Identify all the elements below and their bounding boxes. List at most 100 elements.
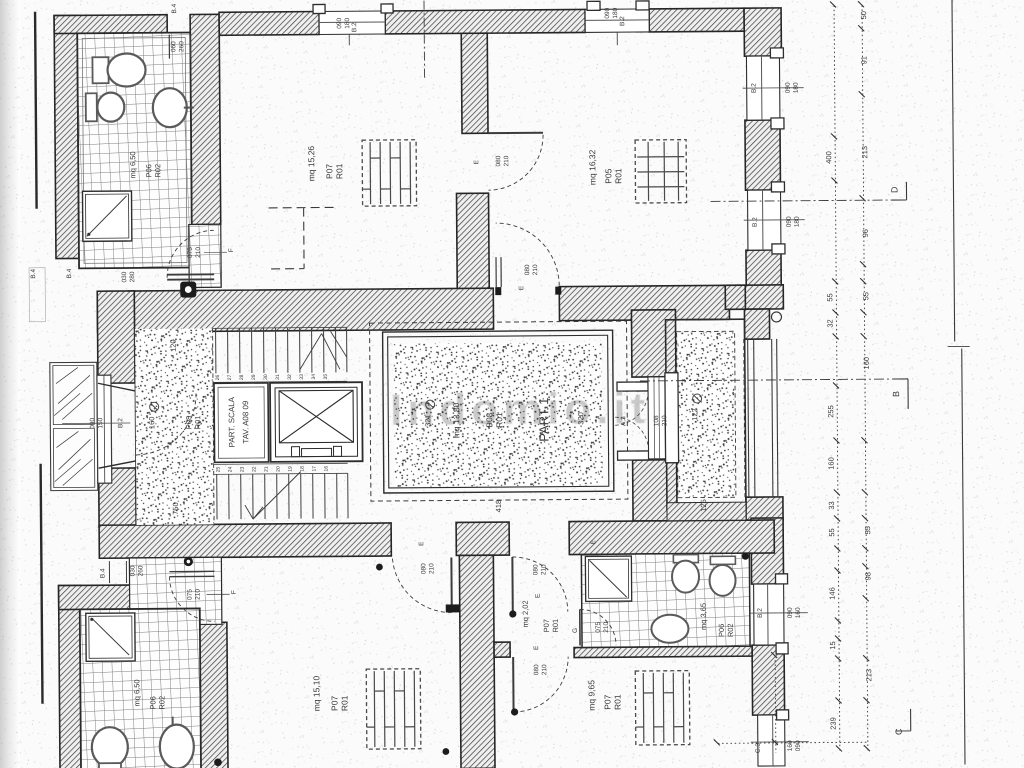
svg-text:E: E: [533, 645, 540, 650]
svg-text:PART 1: PART 1: [536, 398, 551, 442]
svg-text:180: 180: [344, 17, 351, 28]
svg-text:E: E: [590, 540, 597, 545]
svg-text:32: 32: [287, 374, 293, 380]
svg-text:418: 418: [494, 500, 503, 513]
svg-text:15: 15: [828, 641, 837, 649]
svg-text:B.4: B.4: [66, 268, 73, 278]
svg-text:213: 213: [864, 669, 873, 682]
svg-text:R02: R02: [153, 164, 162, 178]
svg-text:B.2: B.2: [619, 16, 626, 26]
svg-text:B.4: B.4: [99, 568, 106, 578]
svg-text:090: 090: [785, 82, 792, 93]
svg-text:55: 55: [825, 293, 834, 301]
svg-text:125: 125: [699, 499, 708, 512]
svg-text:mq 15,10: mq 15,10: [311, 676, 321, 712]
svg-text:080: 080: [524, 264, 531, 275]
svg-text:280: 280: [129, 271, 136, 282]
svg-text:28: 28: [239, 374, 245, 380]
svg-text:96: 96: [861, 229, 870, 237]
svg-text:27: 27: [227, 374, 233, 380]
svg-text:17: 17: [312, 466, 318, 472]
svg-text:mq 6,50: mq 6,50: [128, 151, 137, 178]
svg-text:160: 160: [795, 607, 802, 618]
svg-text:120: 120: [169, 339, 178, 352]
svg-text:239: 239: [829, 717, 838, 730]
svg-text:210: 210: [603, 621, 610, 632]
svg-text:34: 34: [311, 374, 317, 380]
svg-text:19: 19: [288, 466, 294, 472]
svg-text:400: 400: [824, 151, 833, 164]
svg-text:55: 55: [861, 292, 870, 300]
svg-text:750: 750: [171, 502, 180, 515]
svg-text:R01: R01: [339, 695, 349, 711]
svg-text:mq 6,50: mq 6,50: [132, 679, 141, 706]
svg-text:260: 260: [137, 565, 144, 576]
svg-text:mq 3,65: mq 3,65: [699, 603, 708, 630]
svg-text:180: 180: [793, 82, 800, 93]
svg-text:210: 210: [541, 664, 548, 675]
svg-text:18: 18: [300, 466, 306, 472]
svg-text:R01: R01: [494, 412, 504, 428]
svg-text:mq 13,80: mq 13,80: [451, 402, 461, 438]
svg-text:B.2: B.2: [351, 22, 358, 32]
svg-text:146: 146: [828, 587, 837, 600]
svg-text:P07: P07: [542, 619, 551, 632]
svg-text:R01: R01: [193, 416, 202, 430]
svg-text:320: 320: [576, 412, 585, 425]
svg-text:090: 090: [795, 740, 802, 751]
svg-text:080: 080: [532, 564, 539, 575]
svg-text:A.3: A.3: [620, 416, 627, 426]
svg-text:R02: R02: [157, 696, 166, 710]
svg-text:E: E: [418, 541, 425, 546]
svg-text:180: 180: [612, 7, 619, 18]
svg-text:98: 98: [863, 572, 872, 580]
svg-text:55: 55: [827, 528, 836, 536]
svg-text:213: 213: [860, 146, 869, 159]
svg-text:210: 210: [503, 155, 510, 166]
svg-text:55: 55: [863, 526, 872, 534]
svg-text:E: E: [518, 285, 525, 290]
svg-text:210: 210: [428, 563, 435, 574]
svg-text:122: 122: [690, 408, 699, 421]
svg-text:B.2: B.2: [751, 83, 758, 93]
svg-text:P06: P06: [144, 164, 153, 177]
svg-text:33: 33: [299, 374, 305, 380]
svg-text:mq 9,65: mq 9,65: [586, 680, 596, 711]
svg-text:160: 160: [787, 740, 794, 751]
svg-text:91: 91: [859, 56, 868, 64]
svg-text:321: 321: [423, 414, 432, 427]
svg-text:D: D: [889, 186, 899, 193]
svg-text:R01: R01: [612, 694, 622, 710]
svg-text:P06: P06: [148, 696, 157, 709]
svg-text:PART. SCALA: PART. SCALA: [227, 396, 236, 447]
svg-text:210: 210: [540, 564, 547, 575]
svg-text:P08: P08: [184, 416, 193, 429]
svg-text:24: 24: [228, 466, 234, 472]
svg-text:R01: R01: [613, 168, 623, 184]
svg-text:080: 080: [420, 563, 427, 574]
svg-text:P07: P07: [602, 694, 612, 709]
svg-text:30: 30: [263, 374, 269, 380]
svg-text:B: B: [891, 391, 901, 397]
svg-text:210: 210: [195, 589, 202, 600]
svg-text:030: 030: [121, 271, 128, 282]
svg-text:075: 075: [187, 589, 194, 600]
svg-text:29: 29: [251, 374, 257, 380]
svg-text:260: 260: [178, 41, 185, 52]
svg-text:Indomio.it: Indomio.it: [390, 384, 651, 435]
svg-text:160: 160: [827, 457, 836, 470]
svg-text:255: 255: [826, 405, 835, 418]
svg-text:33: 33: [827, 501, 836, 509]
svg-text:160: 160: [147, 417, 156, 430]
svg-text:075: 075: [595, 622, 602, 633]
svg-text:B.2: B.2: [757, 608, 764, 618]
svg-text:E: E: [473, 159, 480, 164]
svg-text:TAV. A08 09: TAV. A08 09: [241, 400, 250, 444]
svg-text:mq 15,26: mq 15,26: [306, 146, 316, 182]
svg-text:210: 210: [661, 415, 668, 426]
svg-text:G: G: [572, 628, 579, 633]
svg-text:50: 50: [859, 11, 868, 19]
svg-text:090: 090: [604, 7, 611, 18]
svg-text:075: 075: [187, 247, 194, 258]
svg-text:R02: R02: [726, 623, 735, 637]
